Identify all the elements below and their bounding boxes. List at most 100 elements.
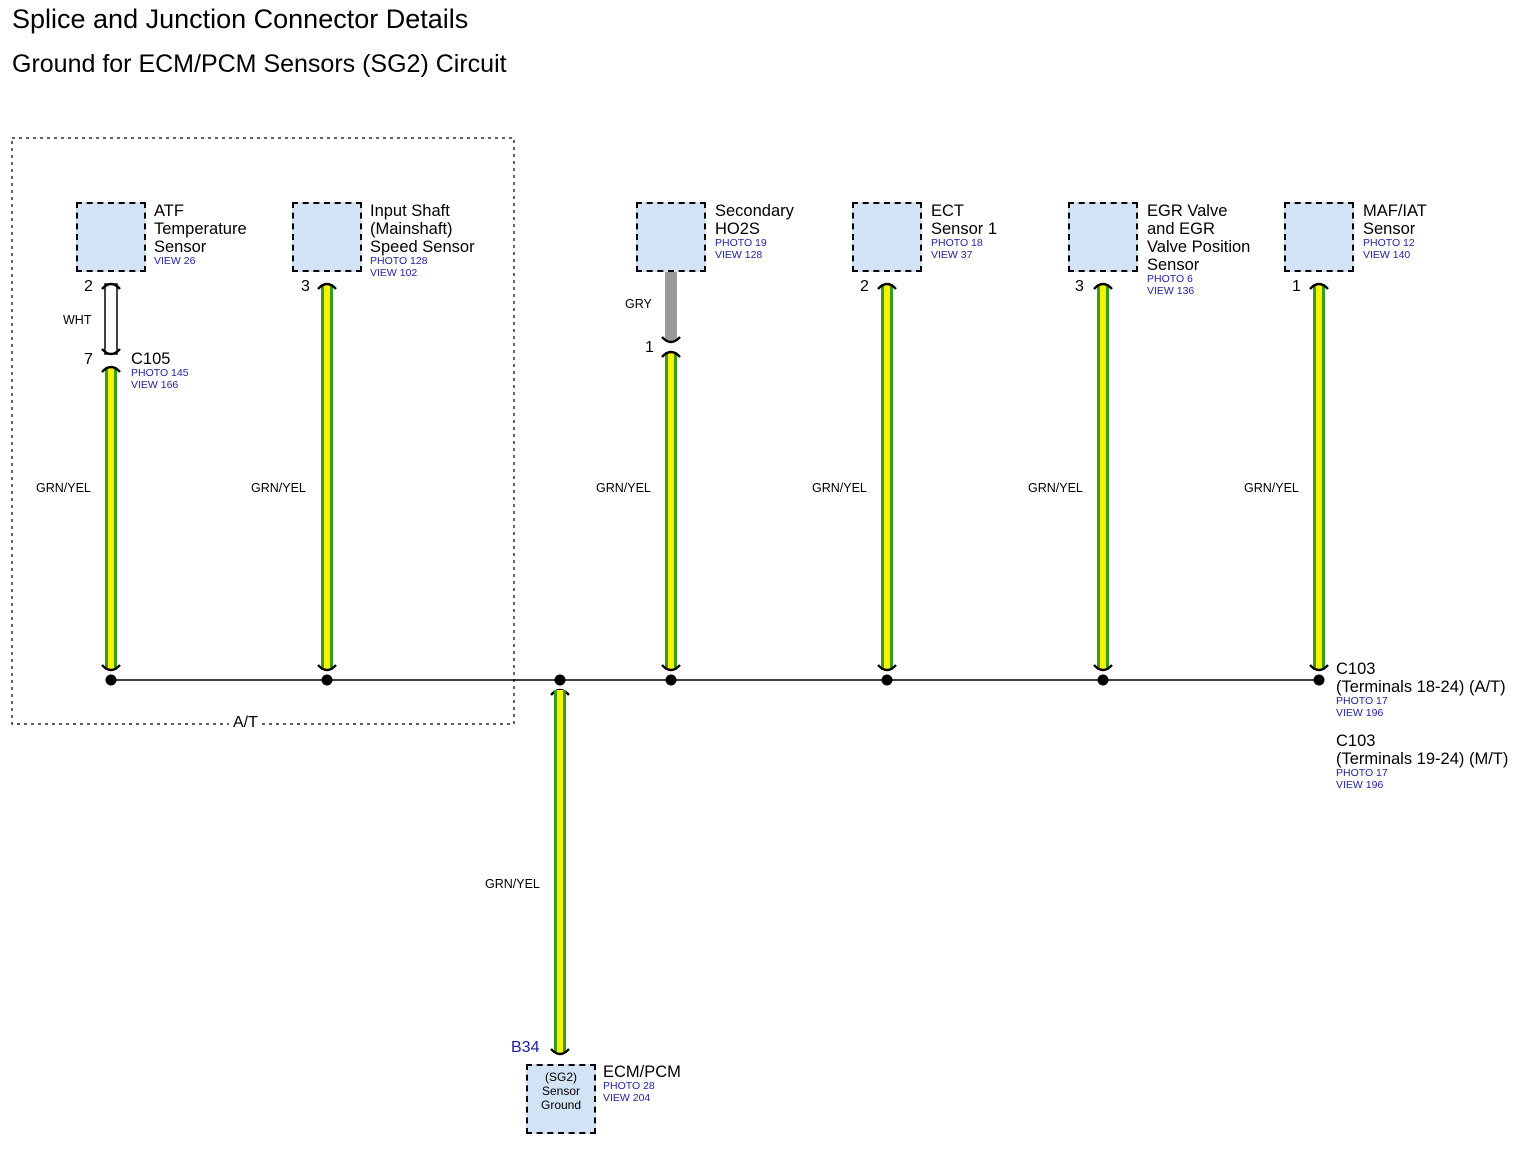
connector-cap (661, 664, 681, 672)
component-name-line: Input Shaft (370, 202, 450, 220)
view-ref: VIEW 196 (1336, 706, 1384, 719)
view-ref: VIEW 136 (1147, 284, 1195, 297)
view-ref: VIEW 166 (131, 378, 179, 391)
grn-yel-wire-core (668, 352, 674, 670)
component-name-line: Temperature (154, 220, 247, 238)
photo-ref: PHOTO 18 (931, 237, 983, 249)
connector-cap (1309, 664, 1329, 672)
component-name-line: Valve Position (1147, 238, 1251, 256)
main-splice-dot (554, 674, 566, 686)
photo-ref: PHOTO 6 (1147, 273, 1193, 285)
connector-cap (877, 282, 897, 290)
connector-cap (101, 365, 121, 373)
view-ref: VIEW 140 (1363, 248, 1411, 261)
ho2s-inline-pin-number: 1 (645, 339, 654, 356)
maf-iat-sensor-box[interactable] (1284, 202, 1354, 272)
connector-cap (877, 664, 897, 672)
component-name-line: Sensor (154, 238, 207, 256)
wire-color-label: GRN/YEL (36, 481, 91, 495)
ecm-pin-label: B34 (511, 1039, 540, 1056)
wire-color-label: GRN/YEL (251, 481, 306, 495)
connector-cap (1309, 282, 1329, 290)
photo-ref: PHOTO 128 (370, 255, 428, 267)
wire-color-label: GRN/YEL (1244, 481, 1299, 495)
wht-wire-label: WHT (63, 313, 92, 327)
component-name-line: ECT (931, 202, 964, 220)
atf-sensor-pin-number: 2 (84, 278, 93, 295)
grn-yel-wire-core (1316, 284, 1322, 670)
grn-yel-wire-core (108, 367, 114, 670)
ecm-pcm-label: ECM/PCM PHOTO 28 VIEW 204 (603, 1063, 681, 1104)
splice-dot (321, 674, 333, 686)
page-subtitle: Ground for ECM/PCM Sensors (SG2) Circuit (12, 50, 507, 78)
splice-dot (1097, 674, 1109, 686)
grn-yel-wire-core (324, 284, 330, 670)
view-ref: VIEW 196 (1336, 778, 1384, 791)
gry-wire-label: GRY (625, 297, 652, 311)
connector-cap (1093, 664, 1113, 672)
connector-name: C105 (131, 350, 171, 368)
component-name-line: Speed Sensor (370, 238, 475, 256)
connector-cap (661, 336, 681, 344)
c103-at-label: C103 (Terminals 18-24) (A/T) PHOTO 17 VI… (1336, 660, 1506, 719)
component-name: ECM/PCM (603, 1063, 681, 1081)
view-ref: VIEW 102 (370, 266, 418, 279)
component-name-line: Secondary (715, 202, 794, 220)
ect-sensor-pin-number: 2 (860, 278, 869, 295)
wire-color-label: GRN/YEL (596, 481, 651, 495)
c105-pin-number: 7 (84, 351, 93, 368)
grn-yel-wire-core (1100, 284, 1106, 670)
connector-cap (101, 348, 121, 356)
grn-yel-wire-core (884, 284, 890, 670)
component-name-line: EGR Valve (1147, 202, 1228, 220)
atf-temperature-sensor-label: ATF Temperature Sensor VIEW 26 (154, 202, 247, 268)
component-name-line: HO2S (715, 220, 760, 238)
secondary-ho2s-label: Secondary HO2S PHOTO 19 VIEW 128 (715, 202, 794, 261)
connector-name: C103 (1336, 732, 1376, 750)
view-ref: VIEW 37 (931, 248, 973, 261)
view-ref: VIEW 204 (603, 1091, 651, 1104)
connector-cap (101, 664, 121, 672)
egr-valve-box[interactable] (1068, 202, 1138, 272)
view-ref: VIEW 26 (154, 255, 196, 267)
grn-yel-wire-core (557, 690, 563, 1053)
ect-sensor-1-box[interactable] (852, 202, 922, 272)
component-name-line: Sensor (1363, 220, 1416, 238)
connector-cap (661, 350, 681, 358)
input-shaft-sensor-pin-number: 3 (301, 278, 310, 295)
secondary-ho2s-box[interactable] (636, 202, 706, 272)
wire-color-label: GRN/YEL (485, 877, 540, 891)
wht-wire (104, 283, 118, 355)
photo-ref: PHOTO 17 (1336, 695, 1388, 707)
at-region-border (11, 137, 515, 725)
view-ref: VIEW 128 (715, 248, 763, 261)
ecm-pcm-box[interactable]: (SG2) Sensor Ground (526, 1064, 596, 1134)
egr-sensor-pin-number: 3 (1075, 278, 1084, 295)
atf-temperature-sensor-box[interactable] (76, 202, 146, 272)
connector-detail: (Terminals 18-24) (A/T) (1336, 678, 1506, 696)
photo-ref: PHOTO 145 (131, 367, 189, 379)
wire-color-label: GRN/YEL (1028, 481, 1083, 495)
wire-color-label: GRN/YEL (812, 481, 867, 495)
connector-detail: (Terminals 19-24) (M/T) (1336, 750, 1509, 768)
component-name-line: and EGR (1147, 220, 1215, 238)
photo-ref: PHOTO 17 (1336, 767, 1388, 779)
splice-dot (105, 674, 117, 686)
component-name-line: (Mainshaft) (370, 220, 453, 238)
photo-ref: PHOTO 19 (715, 237, 767, 249)
splice-dot (665, 674, 677, 686)
connector-cap (317, 664, 337, 672)
ecm-box-line: Ground (540, 1098, 582, 1112)
page-title: Splice and Junction Connector Details (12, 4, 469, 34)
at-region-label: A/T (229, 714, 262, 732)
component-name-line: Sensor 1 (931, 220, 998, 238)
maf-sensor-pin-number: 1 (1292, 278, 1301, 295)
photo-ref: PHOTO 12 (1363, 237, 1415, 249)
ect-sensor-1-label: ECT Sensor 1 PHOTO 18 VIEW 37 (931, 202, 997, 261)
connector-cap (550, 1048, 570, 1056)
component-name-line: ATF (154, 202, 184, 220)
egr-valve-label: EGR Valve and EGR Valve Position Sensor … (1147, 202, 1250, 297)
gry-wire (665, 272, 677, 341)
input-shaft-speed-sensor-box[interactable] (292, 202, 362, 272)
